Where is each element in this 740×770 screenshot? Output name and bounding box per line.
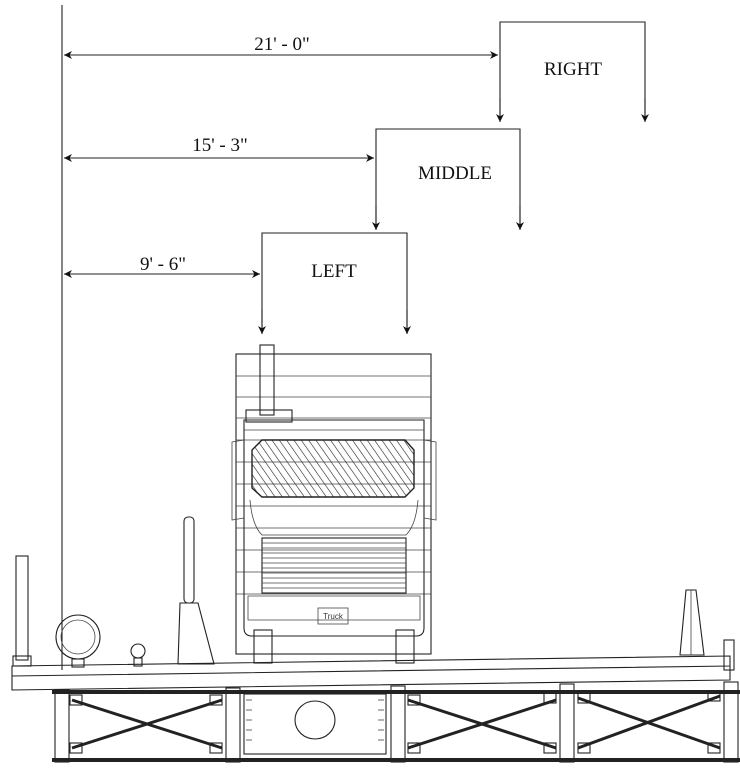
windshield xyxy=(251,439,415,498)
lane-left-bracket: LEFT xyxy=(258,232,411,334)
dimension-left: 9' - 6" xyxy=(64,254,260,278)
truck: Truck xyxy=(231,344,437,664)
dimension-right-text: 21' - 0" xyxy=(254,34,310,55)
roadside-objects-left xyxy=(12,516,215,668)
dimension-middle: 15' - 3" xyxy=(64,135,374,162)
lane-middle-bracket: MIDDLE xyxy=(372,128,524,230)
dimension-left-text: 9' - 6" xyxy=(140,254,186,275)
roadside-objects-right xyxy=(679,589,705,656)
truck-plate-text: Truck xyxy=(323,612,344,621)
bridge-girders xyxy=(52,681,740,763)
lane-left-label: LEFT xyxy=(311,261,357,282)
bridge-deck xyxy=(11,639,735,691)
lane-right-label: RIGHT xyxy=(544,59,602,80)
dimension-right: 21' - 0" xyxy=(64,34,498,59)
lane-middle-label: MIDDLE xyxy=(418,163,492,184)
lane-right-bracket: RIGHT xyxy=(496,21,649,122)
dimension-middle-text: 15' - 3" xyxy=(192,135,248,156)
grille xyxy=(261,537,407,594)
truck-plate xyxy=(317,607,349,625)
